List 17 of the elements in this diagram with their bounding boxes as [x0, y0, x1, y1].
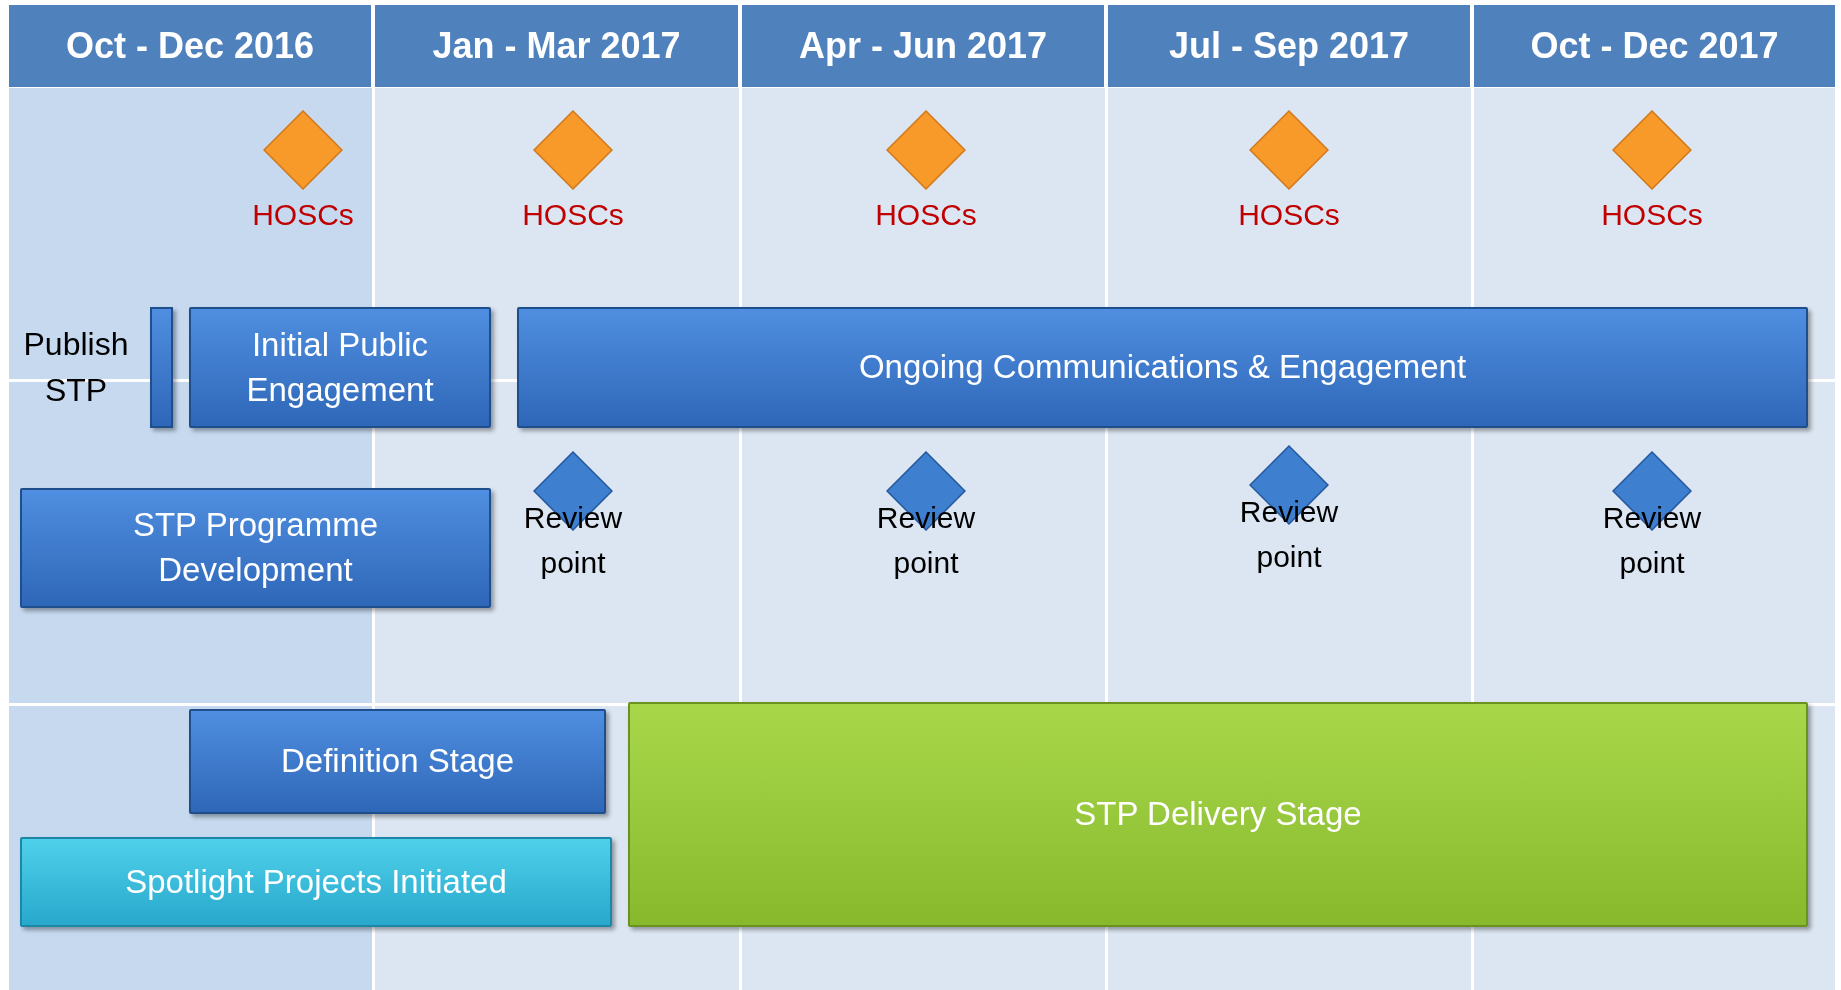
column-header: Oct - Dec 2017: [1474, 5, 1835, 87]
task-bar: STP Programme Development: [20, 488, 491, 608]
milestone-label: HOSCs: [1601, 197, 1703, 233]
column-header: Jul - Sep 2017: [1108, 5, 1470, 87]
column-header: Apr - Jun 2017: [742, 5, 1104, 87]
task-bar: Definition Stage: [189, 709, 606, 814]
task-bar: Spotlight Projects Initiated: [20, 837, 612, 927]
task-bar: STP Delivery Stage: [628, 702, 1808, 927]
column-header: Jan - Mar 2017: [375, 5, 738, 87]
milestone-label: HOSCs: [522, 197, 624, 233]
milestone-label: HOSCs: [1238, 197, 1340, 233]
milestone-label: HOSCs: [875, 197, 977, 233]
column-header: Oct - Dec 2016: [9, 5, 371, 87]
task-bar: Ongoing Communications & Engagement: [517, 307, 1808, 428]
task-label: Publish STP: [22, 325, 130, 411]
task-bar: Initial Public Engagement: [189, 307, 491, 428]
milestone-label: HOSCs: [252, 197, 354, 233]
